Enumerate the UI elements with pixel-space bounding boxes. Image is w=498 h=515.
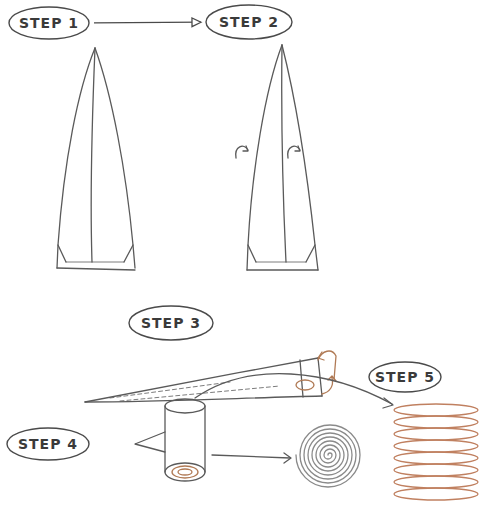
folded-strip-step2 — [236, 45, 318, 270]
step-oval: STEP 2 — [205, 4, 293, 40]
step-oval: STEP 1 — [8, 6, 90, 40]
step-label: STEP 4 — [18, 436, 78, 452]
step-label: STEP 5 — [375, 369, 435, 385]
step-label: STEP 1 — [19, 15, 79, 31]
step-oval: STEP 4 — [6, 427, 90, 461]
step-oval: STEP 5 — [368, 361, 442, 393]
rolled-cone-step3 — [85, 351, 336, 402]
flow-arrow — [94, 18, 201, 27]
spiral-roll — [296, 425, 360, 487]
step-oval: STEP 3 — [128, 305, 214, 341]
folded-strip-step1 — [57, 48, 135, 270]
step-label: STEP 2 — [219, 14, 279, 30]
step-label: STEP 3 — [141, 315, 201, 331]
coil-step5 — [394, 404, 478, 500]
